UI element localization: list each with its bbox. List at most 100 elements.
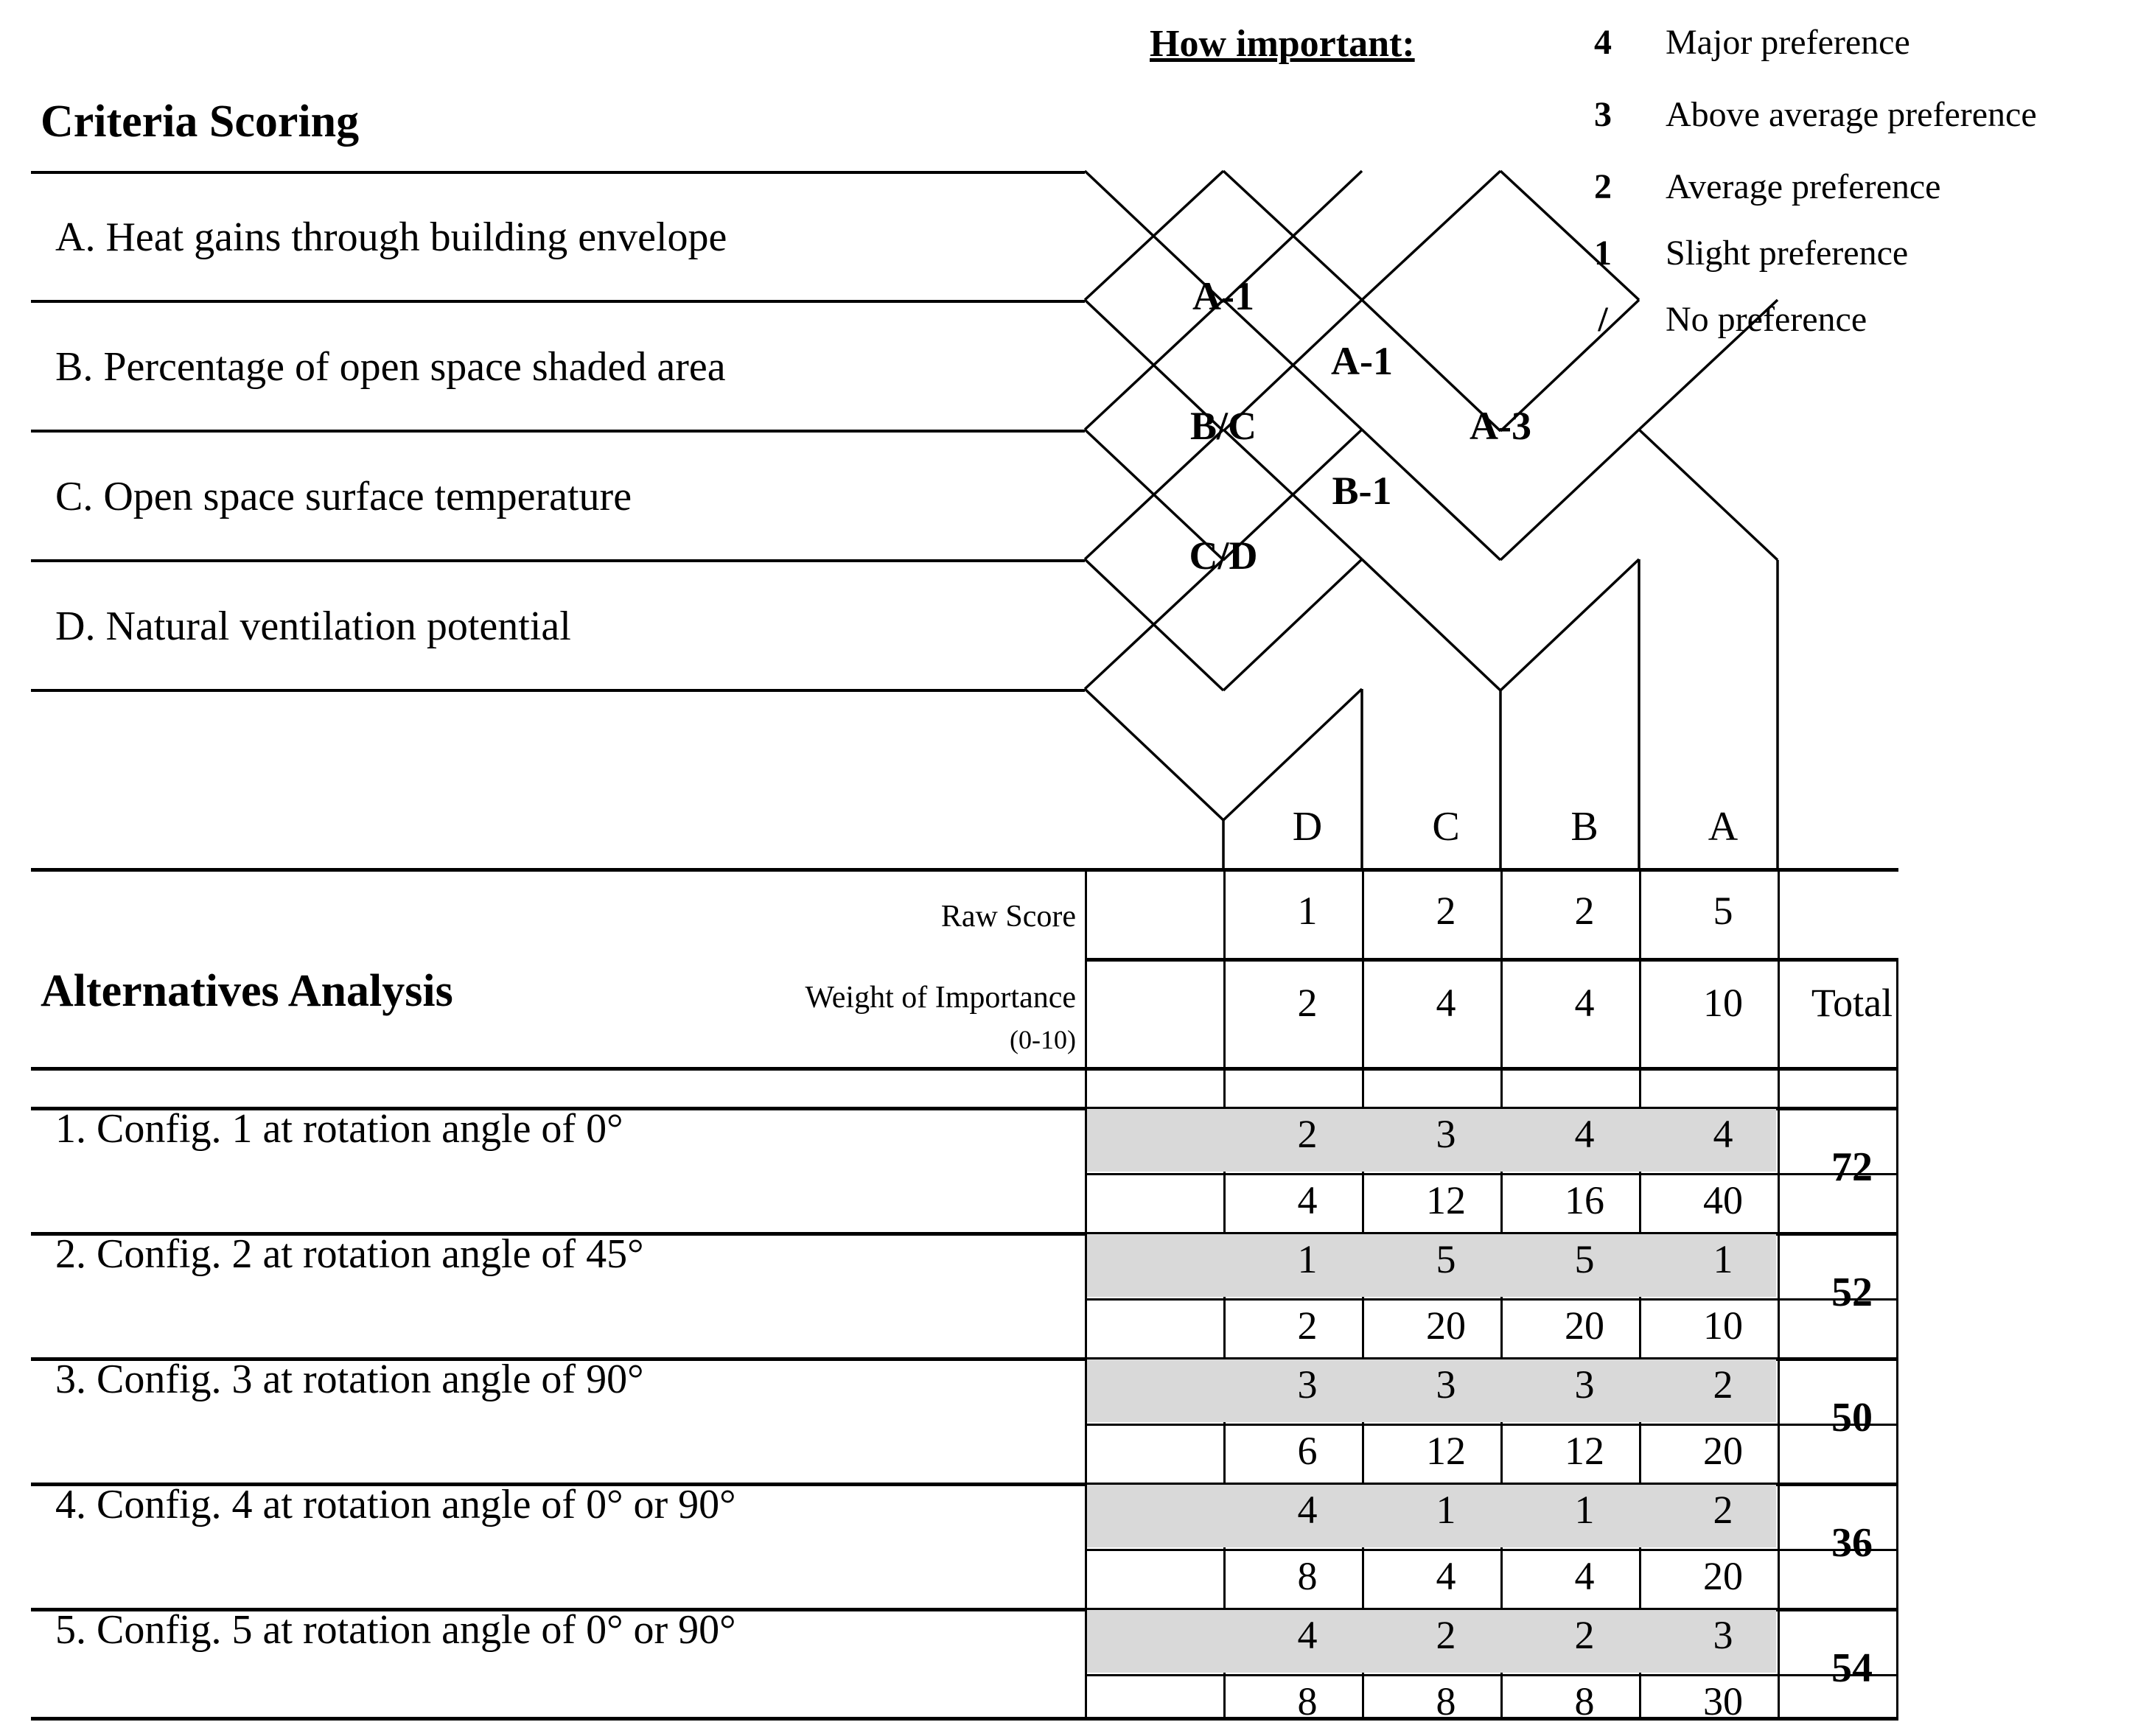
score-cell: 4: [1297, 1613, 1318, 1657]
roof-cell-c-d: C/D: [1189, 533, 1258, 578]
legend-row: 2 Average preference: [1577, 167, 2137, 231]
criterion-d-label: D. Natural ventilation potential: [55, 603, 571, 649]
weighted-cell: 12: [1426, 1178, 1466, 1222]
criteria-rule: [31, 689, 1085, 692]
criterion-c-label: C. Open space surface temperature: [55, 474, 632, 519]
roof-cell-a-b: A-1: [1192, 274, 1254, 318]
alternative-label: 2. Config. 2 at rotation angle of 45°: [55, 1231, 644, 1277]
weighted-cell: 12: [1565, 1429, 1604, 1473]
weighted-cell: 6: [1297, 1429, 1318, 1473]
legend-title: How important:: [1150, 23, 1415, 65]
column-header-b: B: [1570, 804, 1598, 850]
total-cell: 50: [1831, 1395, 1873, 1441]
legend-row: 1 Slight preference: [1577, 233, 2137, 298]
criterion-a-label: A. Heat gains through building envelope: [55, 214, 727, 260]
weighted-cell: 8: [1297, 1554, 1318, 1598]
weighted-cell: 20: [1703, 1429, 1743, 1473]
score-cell: 2: [1713, 1488, 1733, 1532]
alternative-label: 3. Config. 3 at rotation angle of 90°: [55, 1357, 644, 1402]
total-cell: 36: [1831, 1520, 1873, 1566]
weighted-cell: 2: [1297, 1303, 1318, 1348]
raw-score-a: 5: [1713, 889, 1733, 933]
score-cell: 4: [1574, 1112, 1595, 1156]
score-cell: 4: [1297, 1488, 1318, 1532]
score-band-shade: [1087, 1485, 1776, 1547]
grid-line: [31, 1232, 1898, 1236]
grid-line: [31, 868, 1898, 872]
criteria-scoring-title: Criteria Scoring: [41, 97, 360, 147]
alternative-label: 5. Config. 5 at rotation angle of 0° or …: [55, 1607, 736, 1653]
weighted-cell: 20: [1426, 1303, 1466, 1348]
score-cell: 5: [1574, 1237, 1595, 1281]
weighted-cell: 40: [1703, 1178, 1743, 1222]
grid-line: [31, 1483, 1898, 1486]
legend-score: 3: [1594, 95, 1612, 134]
legend-description: Average preference: [1666, 167, 1941, 206]
alternative-label: 1. Config. 1 at rotation angle of 0°: [55, 1106, 623, 1152]
weight-c: 4: [1436, 981, 1456, 1025]
criteria-rule: [31, 559, 1085, 562]
legend-description: Slight preference: [1666, 234, 1909, 273]
weighted-cell: 10: [1703, 1303, 1743, 1348]
criterion-b-label: B. Percentage of open space shaded area: [55, 344, 726, 390]
total-cell: 72: [1831, 1144, 1873, 1190]
grid-line: [31, 1717, 1898, 1721]
total-column-header: Total: [1811, 981, 1893, 1025]
legend-description: Above average preference: [1666, 95, 2037, 134]
legend-description: No preference: [1666, 300, 1867, 339]
score-band-shade: [1087, 1610, 1776, 1673]
weighted-cell: 20: [1703, 1554, 1743, 1598]
score-cell: 3: [1436, 1362, 1456, 1407]
legend-score: /: [1598, 300, 1608, 339]
grid-line: [31, 1067, 1898, 1071]
grid-line: [31, 1107, 1898, 1110]
legend-score: 2: [1594, 167, 1612, 206]
score-cell: 1: [1297, 1237, 1318, 1281]
grid-line: [1778, 868, 1780, 1719]
weighted-cell: 16: [1565, 1178, 1604, 1222]
grid-line: [1085, 1173, 1898, 1175]
legend-score: 1: [1594, 234, 1612, 273]
criteria-rule: [31, 300, 1085, 303]
score-band-shade: [1087, 1109, 1776, 1172]
column-header-a: A: [1708, 804, 1739, 850]
raw-score-d: 1: [1297, 889, 1318, 933]
score-cell: 2: [1574, 1613, 1595, 1657]
criteria-rule: [31, 171, 1085, 174]
weight-range-label: (0-10): [1010, 1025, 1076, 1054]
alternative-label: 4. Config. 4 at rotation angle of 0° or …: [55, 1482, 736, 1527]
score-cell: 4: [1713, 1112, 1733, 1156]
grid-line: [1085, 1298, 1898, 1301]
grid-line: [31, 1357, 1898, 1361]
legend-row: / No preference: [1577, 299, 2137, 364]
roof-cell-b-d: B-1: [1332, 469, 1392, 513]
score-cell: 1: [1436, 1488, 1456, 1532]
weighted-cell: 8: [1297, 1679, 1318, 1723]
grid-line: [1896, 958, 1898, 1719]
weight-b: 4: [1574, 981, 1595, 1025]
score-band-shade: [1087, 1359, 1776, 1422]
grid-line: [1085, 1549, 1898, 1551]
score-cell: 3: [1713, 1613, 1733, 1657]
alternatives-analysis-title: Alternatives Analysis: [41, 966, 453, 1016]
column-header-d: D: [1292, 804, 1323, 850]
score-cell: 3: [1297, 1362, 1318, 1407]
legend-description: Major preference: [1666, 23, 1910, 62]
score-cell: 1: [1713, 1237, 1733, 1281]
grid-line: [1085, 1424, 1898, 1426]
score-cell: 3: [1574, 1362, 1595, 1407]
grid-line: [31, 1608, 1898, 1611]
total-cell: 52: [1831, 1270, 1873, 1315]
legend-row: 3 Above average preference: [1577, 94, 2137, 159]
roof-cell-b-c: B/C: [1190, 404, 1257, 448]
criteria-rule: [31, 430, 1085, 433]
weighted-cell: 4: [1436, 1554, 1456, 1598]
grid-line: [1085, 1674, 1898, 1676]
total-cell: 54: [1831, 1645, 1873, 1691]
weighted-cell: 12: [1426, 1429, 1466, 1473]
column-header-c: C: [1432, 804, 1460, 850]
roof-cell-a-c: A-1: [1331, 339, 1393, 383]
weight-d: 2: [1297, 981, 1318, 1025]
score-cell: 5: [1436, 1237, 1456, 1281]
